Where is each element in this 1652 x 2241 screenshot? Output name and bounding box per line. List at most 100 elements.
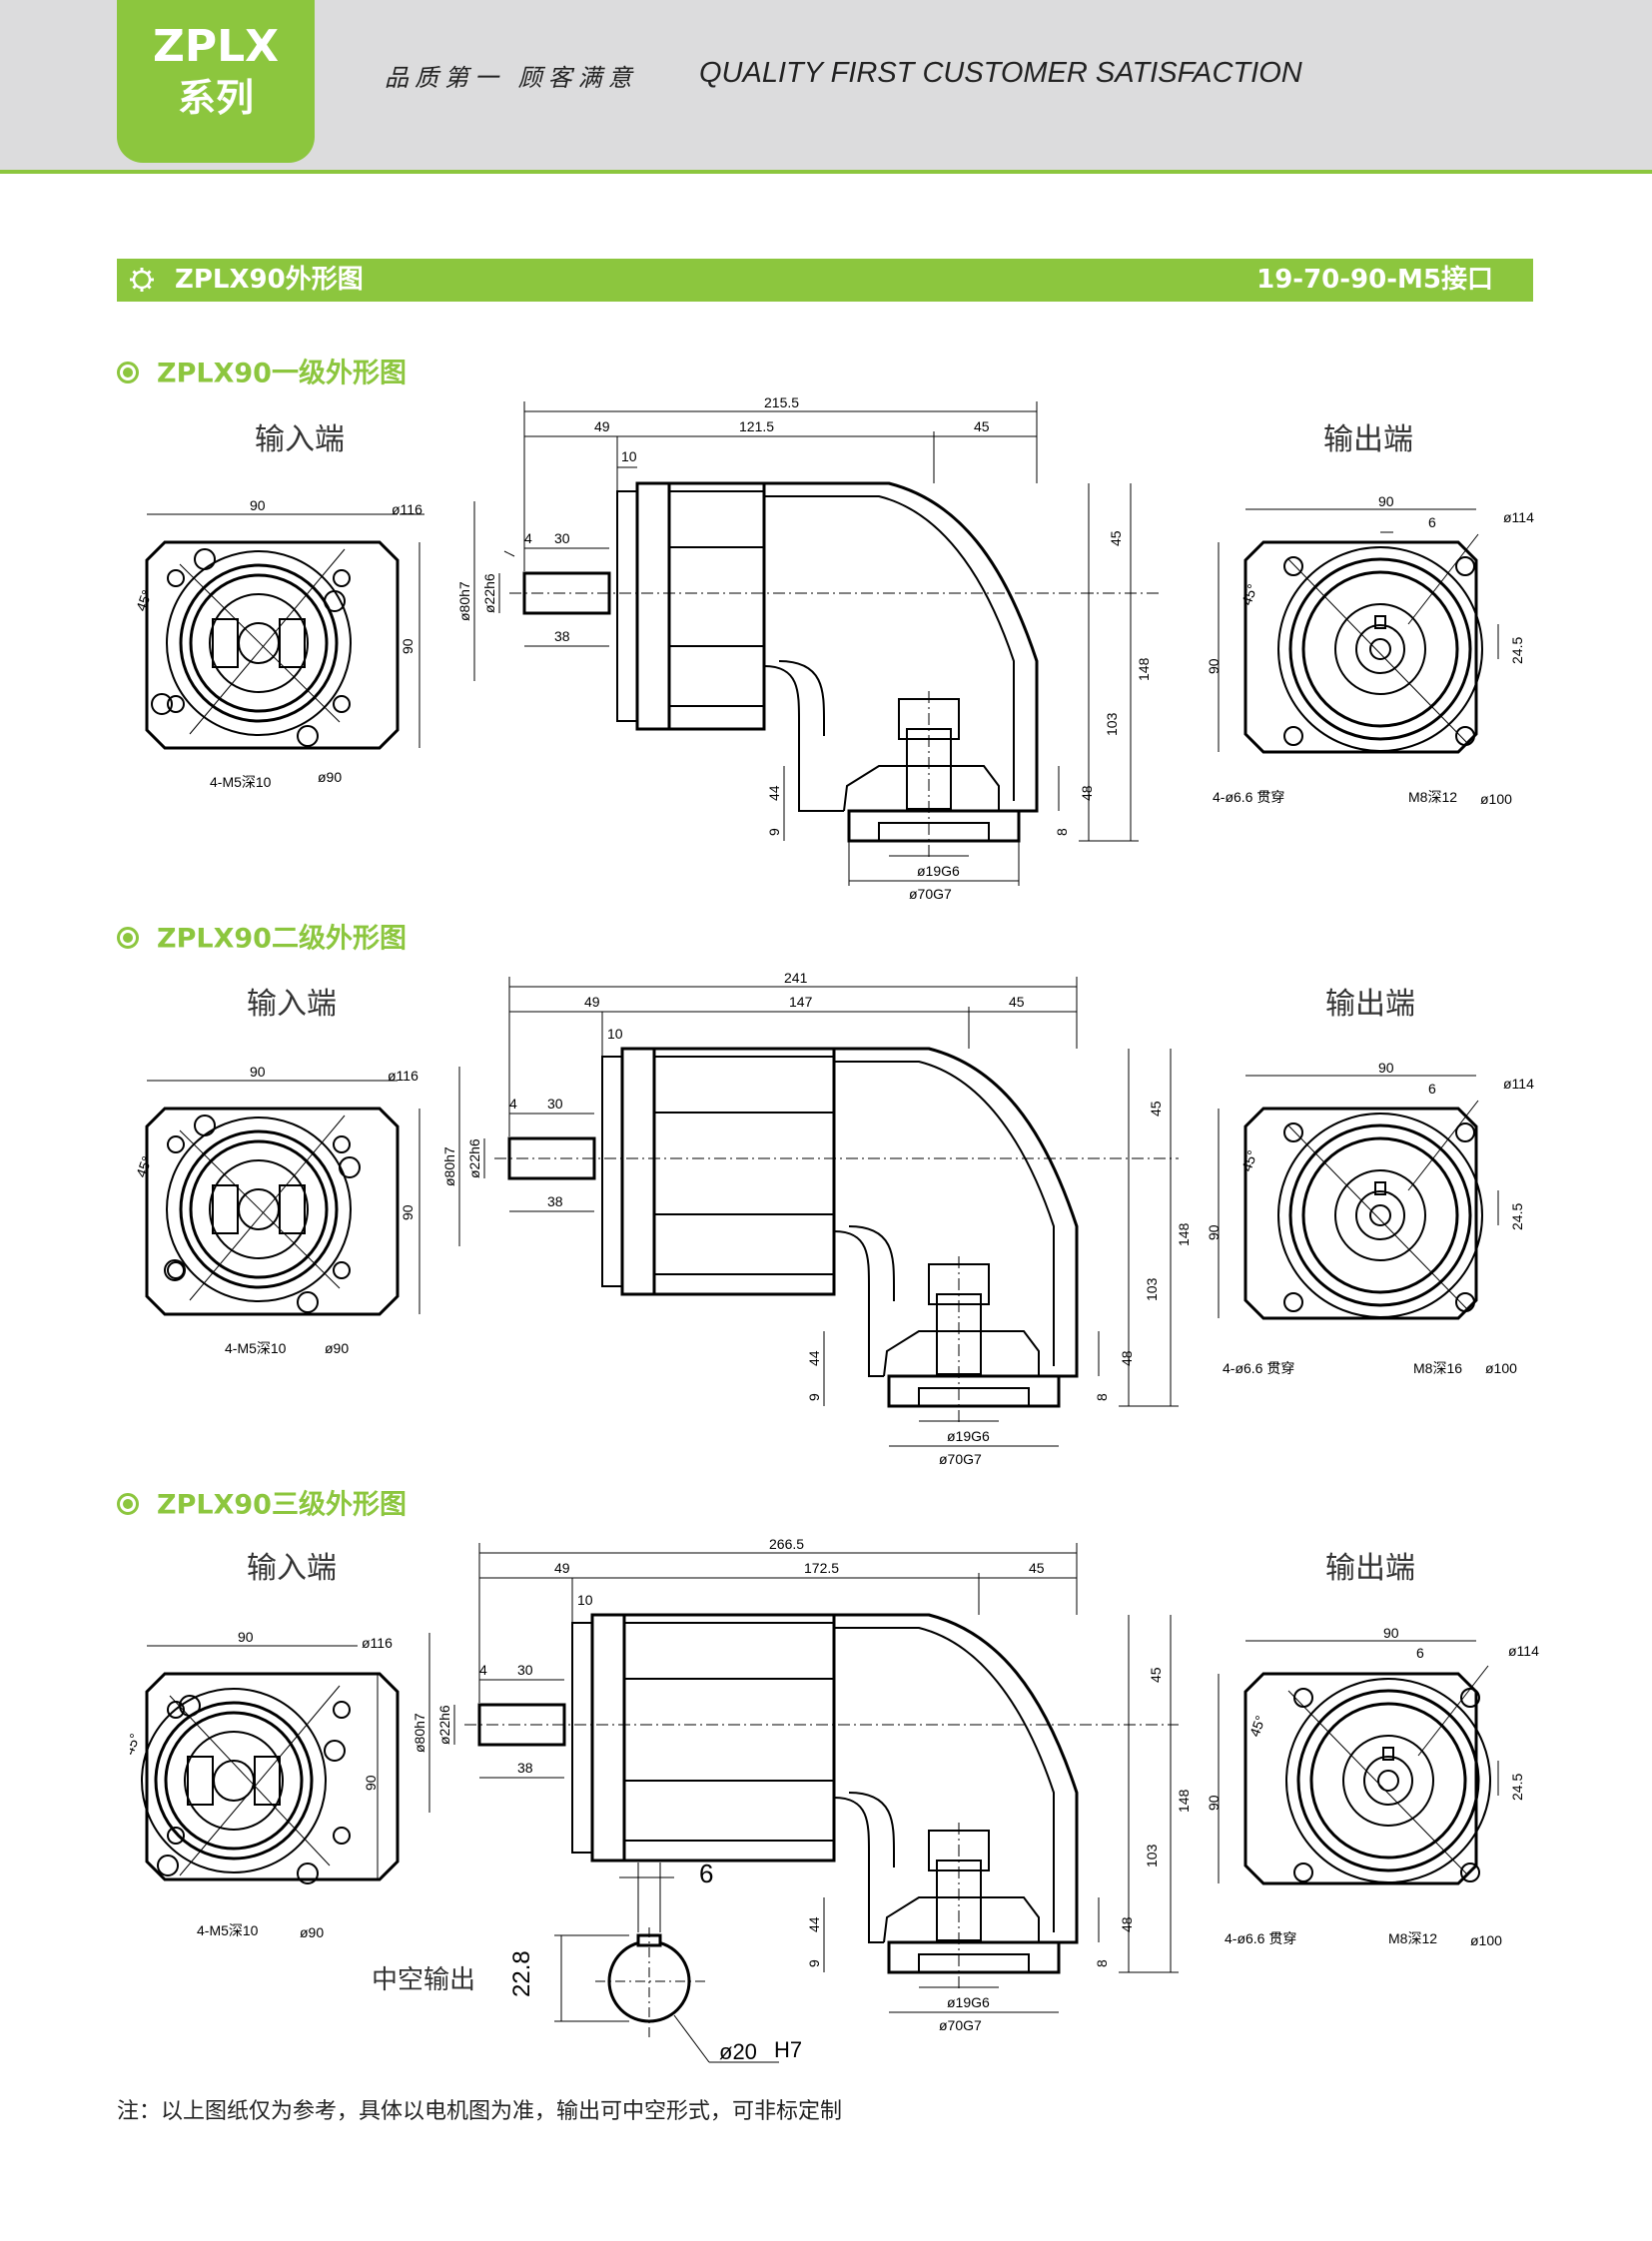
svg-text:48: 48 [1119,1916,1135,1932]
svg-text:90: 90 [1383,1626,1399,1641]
svg-text:9: 9 [806,1393,822,1401]
svg-text:ø114: ø114 [1508,1643,1539,1659]
svg-text:45°: 45° [133,588,155,613]
svg-text:148: 148 [1136,657,1152,681]
svg-text:45: 45 [974,418,990,434]
svg-text:38: 38 [547,1193,563,1209]
svg-text:49: 49 [584,994,600,1010]
section-1-title: ZPLX90一级外形图 [117,357,407,391]
svg-text:90: 90 [1209,1795,1222,1811]
output-end-label: 输出端 [1325,987,1415,1022]
input-end-label: 输入端 [247,987,337,1022]
svg-text:ø80h7: ø80h7 [441,1146,457,1186]
drawing-title: ZPLX90外形图 [175,265,364,295]
svg-text:90: 90 [400,638,415,654]
slogan-english: QUALITY FIRST CUSTOMER SATISFACTION [699,57,1302,89]
svg-text:ø90: ø90 [325,1340,349,1356]
svg-text:ø100: ø100 [1485,1360,1517,1376]
svg-text:38: 38 [554,628,570,644]
interface-spec: 19-70-90-M5接口 [1256,265,1493,295]
svg-text:4: 4 [524,530,532,546]
svg-text:30: 30 [517,1662,533,1678]
input-end-label: 输入端 [255,422,345,457]
svg-text:30: 30 [547,1096,563,1112]
section-3-title: ZPLX90三级外形图 [117,1488,407,1523]
svg-text:24.5: 24.5 [1509,637,1525,664]
svg-text:4-M5深10: 4-M5深10 [197,1922,259,1938]
svg-text:30: 30 [554,530,570,546]
section-title-bar: ZPLX90外形图 19-70-90-M5接口 [117,259,1533,302]
svg-text:45°: 45° [1246,1714,1268,1739]
svg-text:6: 6 [1428,1081,1436,1097]
svg-text:4-ø6.6 贯穿: 4-ø6.6 贯穿 [1225,1930,1296,1946]
svg-text:90: 90 [1209,658,1222,674]
svg-text:M8深16: M8深16 [1413,1360,1462,1376]
svg-text:103: 103 [1144,1844,1160,1868]
svg-text:ø70G7: ø70G7 [909,886,952,902]
svg-text:4: 4 [509,1096,517,1112]
svg-text:241: 241 [784,970,808,986]
svg-text:45: 45 [1029,1560,1045,1576]
svg-text:ø90: ø90 [318,769,342,785]
svg-text:6: 6 [1428,514,1436,530]
svg-text:ø70G7: ø70G7 [939,2017,982,2033]
svg-text:45: 45 [1148,1101,1164,1117]
svg-text:266.5: 266.5 [769,1536,804,1552]
svg-text:147: 147 [789,994,813,1010]
output-flange-drawing: 90 6 ø114 90 24.5 45° 4-ø6.6 贯穿 M8深16 ø1… [1209,1061,1534,1376]
bullet-icon [117,1493,139,1515]
logo-line-1: ZPLX [152,21,280,72]
bullet-icon [117,927,139,949]
svg-text:38: 38 [517,1760,533,1776]
svg-text:ø70G7: ø70G7 [939,1451,982,1467]
svg-text:45: 45 [1009,994,1025,1010]
svg-text:90: 90 [363,1775,379,1791]
slogan-chinese: 品质第一 顾客满意 [385,64,638,92]
svg-text:ø100: ø100 [1480,791,1512,807]
svg-text:ø100: ø100 [1470,1932,1502,1948]
svg-text:10: 10 [621,448,637,464]
svg-text:4: 4 [479,1662,487,1678]
svg-text:45°: 45° [1239,582,1260,607]
side-elevation-drawing: 215.5 49 121.5 45 10 4 30 38 ø80h7 ø22h6… [456,394,1159,902]
svg-text:10: 10 [607,1026,623,1042]
svg-text:48: 48 [1079,785,1095,801]
svg-text:4-M5深10: 4-M5深10 [210,774,272,790]
series-logo: ZPLX 系列 [117,0,315,163]
svg-text:90: 90 [250,1064,266,1080]
svg-text:90: 90 [1378,1061,1394,1076]
svg-text:22.8: 22.8 [508,1950,535,1997]
svg-text:45: 45 [1148,1667,1164,1683]
svg-text:90: 90 [1209,1224,1222,1240]
svg-text:4-ø6.6 贯穿: 4-ø6.6 贯穿 [1213,789,1284,805]
svg-text:45°: 45° [133,1154,155,1179]
input-end-label: 输入端 [247,1551,337,1586]
svg-text:24.5: 24.5 [1509,1203,1525,1230]
output-end-label: 输出端 [1325,1551,1415,1586]
svg-text:49: 49 [554,1560,570,1576]
svg-text:103: 103 [1144,1277,1160,1301]
footnote: 注：以上图纸仅为参考，具体以电机图为准，输出可中空形式，可非标定制 [117,2099,843,2124]
svg-text:44: 44 [766,785,782,801]
svg-text:103: 103 [1104,712,1120,736]
input-flange-drawing: 90 ø116 90 45° 4-M5深10 ø90 [133,497,424,790]
svg-text:48: 48 [1119,1350,1135,1366]
svg-text:8: 8 [1094,1959,1110,1967]
svg-text:ø19G6: ø19G6 [947,1994,990,2010]
output-end-label: 输出端 [1323,422,1413,457]
section-2-title: ZPLX90二级外形图 [117,922,407,957]
output-flange-drawing: 90 6 ø114 90 24.5 45° 4-ø6.6 贯穿 M8深12 ø1… [1209,494,1534,807]
svg-text:ø90: ø90 [300,1924,324,1940]
svg-text:H7: H7 [774,2037,802,2062]
svg-text:172.5: 172.5 [804,1560,839,1576]
svg-text:8: 8 [1054,828,1070,836]
svg-text:9: 9 [766,828,782,836]
logo-line-2: 系列 [177,76,254,120]
svg-text:6: 6 [1416,1645,1424,1661]
svg-text:4-M5深10: 4-M5深10 [225,1340,287,1356]
svg-text:ø80h7: ø80h7 [412,1713,427,1753]
svg-text:121.5: 121.5 [739,418,774,434]
svg-text:4-ø6.6 贯穿: 4-ø6.6 贯穿 [1223,1360,1294,1376]
svg-text:ø114: ø114 [1503,1076,1534,1092]
svg-text:ø116: ø116 [388,1068,418,1084]
